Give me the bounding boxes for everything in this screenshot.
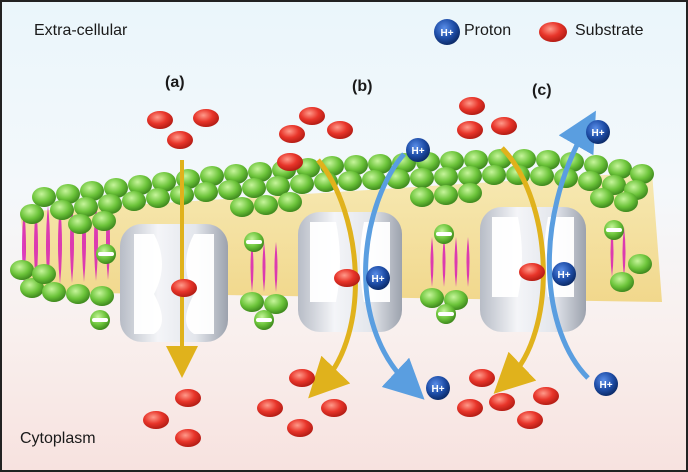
lipid-heads-side <box>90 220 624 330</box>
lipid-heads-top <box>20 149 654 234</box>
proton-symbol: H+ <box>599 380 612 391</box>
proton-symbol: H+ <box>440 28 453 39</box>
arrow-substrate-c <box>493 146 546 394</box>
panel-a-label: (a) <box>165 74 185 91</box>
legend-substrate-label: Substrate <box>575 22 644 39</box>
cytoplasm-label: Cytoplasm <box>20 430 96 447</box>
proton-symbol: H+ <box>411 146 424 157</box>
legend-proton-label: Proton <box>464 22 512 39</box>
proton-symbol: H+ <box>371 274 384 285</box>
proton-symbol: H+ <box>591 128 604 139</box>
panel-b-label: (b) <box>352 78 373 95</box>
lipid-heads-bottom <box>10 254 652 314</box>
arrow-proton-b <box>363 152 425 400</box>
arrow-proton-c <box>546 110 596 380</box>
substrate-molecules <box>143 22 567 447</box>
panel-c-label: (c) <box>532 82 552 99</box>
extracellular-label: Extra-cellular <box>34 22 128 39</box>
proton-symbol: H+ <box>557 270 570 281</box>
proton-labels: H+ H+ H+ H+ H+ H+ H+ <box>371 28 612 395</box>
proton-symbol: H+ <box>431 384 444 395</box>
proton-molecules <box>366 19 618 400</box>
